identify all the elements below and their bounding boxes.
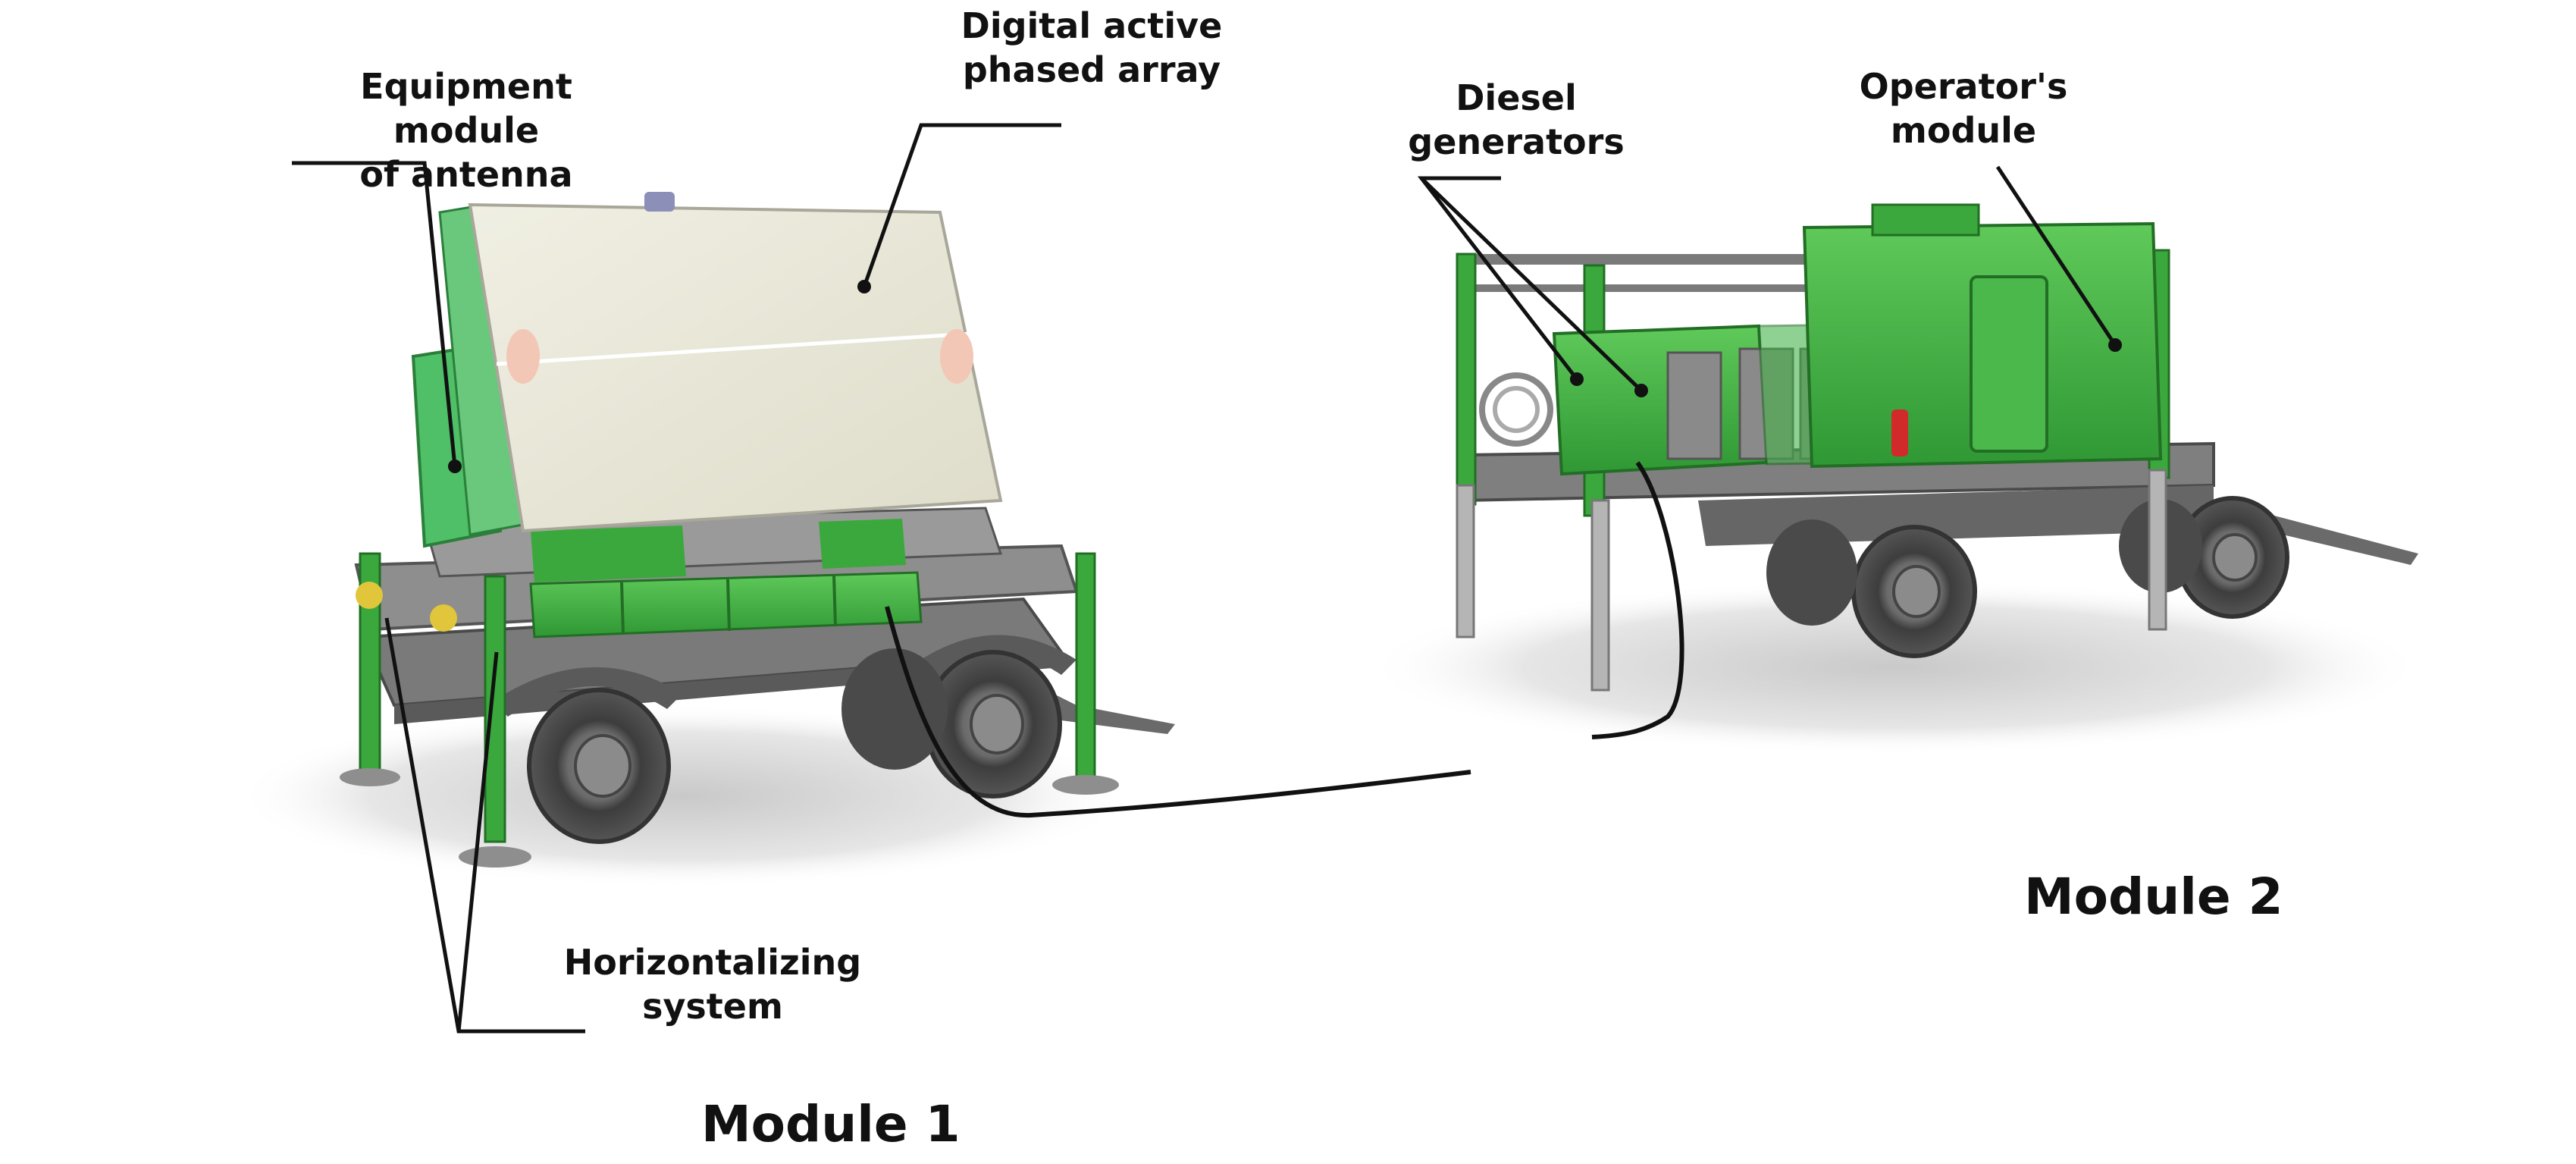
- connecting-cable: [885, 606, 1471, 818]
- diesel-generator-1: [1552, 324, 1769, 476]
- leader-operators-dot: [2108, 338, 2122, 352]
- leader-operators-module: [1995, 165, 2117, 347]
- diesel-generator-door-1: [1666, 351, 1722, 460]
- module-1-wheel-back: [841, 648, 948, 770]
- label-module-1: Module 1: [701, 1095, 961, 1153]
- module-2-hose-coil-inner: [1493, 386, 1540, 433]
- label-module-2: Module 2: [2024, 868, 2283, 926]
- module-2-vehicle: [1365, 203, 2426, 755]
- phased-array-hinge-left: [506, 329, 540, 384]
- module-2-hub-rear: [2212, 533, 2258, 582]
- module-1-hub-rear: [970, 694, 1024, 755]
- module-1-box-div-2: [726, 579, 731, 632]
- phased-array-top-fitting: [644, 192, 675, 212]
- module-1-box-div-1: [620, 582, 625, 635]
- module-1-hub-front: [574, 734, 631, 798]
- leader-diesel-dot-2: [1634, 384, 1648, 397]
- leader-diesel-2: [1420, 177, 1643, 392]
- leader-equipment-dot: [448, 460, 462, 473]
- label-diesel-generators: Diesel generators: [1408, 77, 1625, 162]
- label-equipment-module: Equipment module of antenna: [359, 66, 573, 195]
- horizontal-leg-joint-1: [356, 582, 383, 609]
- label-phased-array: Digital active phased array: [961, 5, 1223, 90]
- module-2-leg-front-right: [1590, 499, 1610, 692]
- phased-array-hinge-right: [940, 329, 973, 384]
- label-operators-module: Operator's module: [1859, 66, 2068, 151]
- module-1-tray-1: [531, 526, 686, 582]
- phased-array-panel: [468, 202, 1003, 533]
- operators-module-extinguisher: [1891, 409, 1908, 457]
- module-2-frame-top: [1467, 254, 1816, 265]
- module-2-frame-mid: [1467, 284, 1816, 292]
- leader-diesel-dot-1: [1570, 372, 1584, 386]
- operators-module-door: [1970, 275, 2048, 453]
- module-2-hose-coil: [1479, 372, 1553, 447]
- module-1-fender-front: [493, 667, 682, 717]
- module-2-hub-front: [1892, 565, 1941, 618]
- leader-diesel-1: [1417, 176, 1578, 381]
- module-1-tray-2: [819, 519, 906, 569]
- leader-phased-array: [862, 123, 1061, 287]
- horizontal-leg-rear-right: [1075, 552, 1096, 783]
- horizontal-leg-foot-fr: [459, 846, 531, 868]
- module-2-post-1: [1456, 253, 1477, 506]
- label-horizontalizing: Horizontalizing system: [563, 942, 862, 1027]
- phased-array-seam: [496, 331, 971, 366]
- operators-module-roof-unit: [1871, 203, 1980, 237]
- module-2-leg-front-left: [1456, 484, 1475, 638]
- leader-equipment-module: [292, 161, 457, 467]
- generator-cable: [1591, 461, 1684, 739]
- module-2-leg-rear: [2148, 469, 2167, 631]
- leader-lines: [292, 123, 2122, 1034]
- module-1-fender-rear: [910, 635, 1076, 682]
- horizontal-leg-front-right: [484, 575, 506, 843]
- horizontal-leg-foot-rr: [1052, 775, 1119, 795]
- module-1-tow-bar: [993, 667, 1175, 734]
- leader-phased-array-dot: [857, 280, 871, 293]
- module-1-vehicle: [235, 192, 1175, 887]
- horizontal-leg-joint-2: [430, 604, 457, 632]
- module-1-green-boxes: [529, 571, 923, 638]
- horizontal-leg-foot-fl: [340, 768, 400, 786]
- module-2-wheel-front-inner: [1766, 519, 1857, 626]
- module-1-box-div-3: [832, 575, 837, 627]
- leader-horizontalizing-2: [456, 651, 499, 1032]
